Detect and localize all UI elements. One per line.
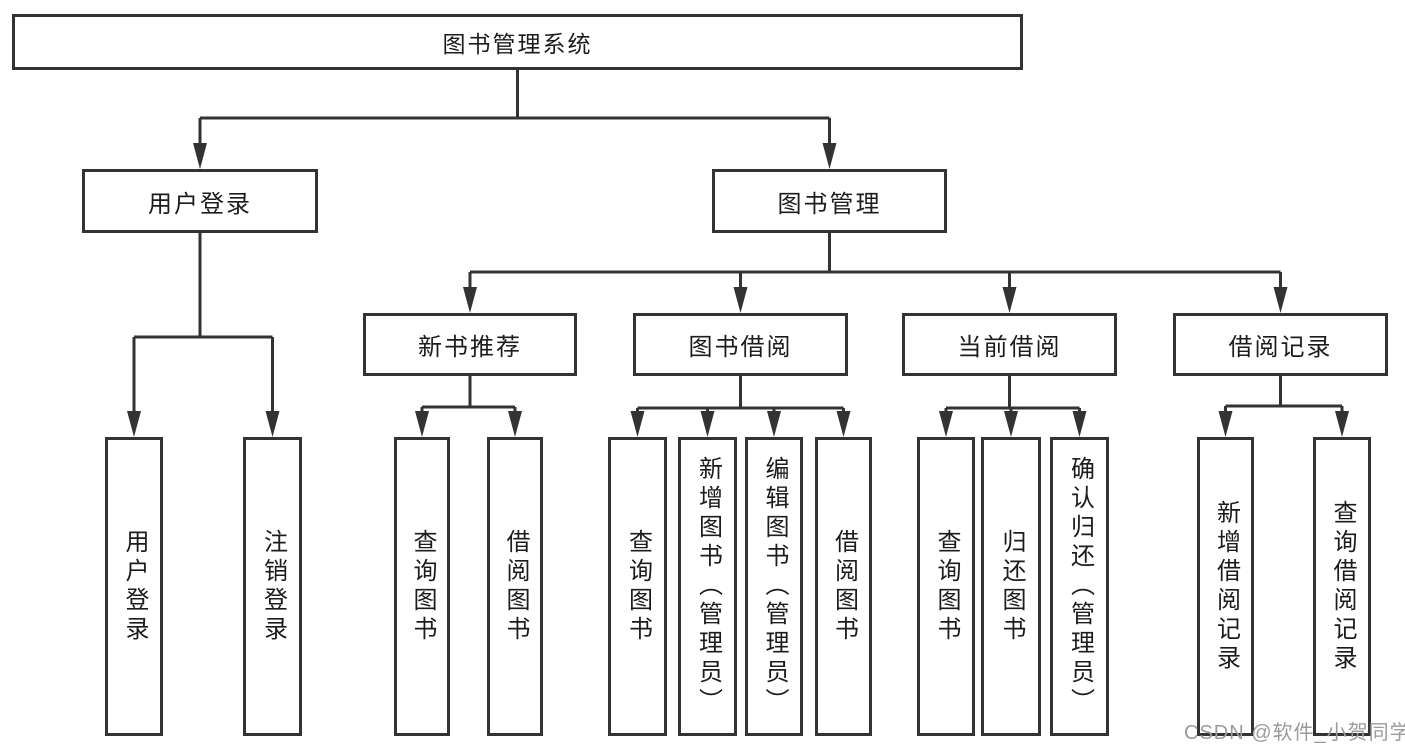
node-borrow-books-leaf: 借阅图书	[815, 437, 872, 736]
node-confirm-return-admin: 确认归还（管理员）	[1050, 437, 1109, 736]
node-borrowing-records: 借阅记录	[1173, 313, 1388, 376]
node-user-login: 用户登录	[82, 169, 318, 233]
node-book-borrowing: 图书借阅	[633, 313, 848, 376]
node-query-books-current: 查询图书	[917, 437, 975, 736]
node-library-management-system: 图书管理系统	[12, 14, 1023, 70]
node-new-book-recommendation: 新书推荐	[363, 313, 577, 376]
node-add-book-admin: 新增图书（管理员）	[678, 437, 737, 736]
node-logout-leaf: 注销登录	[243, 437, 302, 736]
node-query-books-recommend: 查询图书	[394, 437, 450, 736]
node-query-borrow-record: 查询借阅记录	[1313, 437, 1371, 736]
node-query-books-borrow: 查询图书	[608, 437, 667, 736]
node-add-borrow-record: 新增借阅记录	[1197, 437, 1254, 736]
node-user-login-leaf: 用户登录	[105, 437, 163, 736]
node-current-borrowing: 当前借阅	[902, 313, 1117, 376]
node-return-books: 归还图书	[981, 437, 1041, 736]
node-borrow-books-recommend: 借阅图书	[487, 437, 543, 736]
node-book-management: 图书管理	[712, 169, 947, 233]
watermark: CSDN @软件_小贺同学	[1184, 722, 1405, 744]
node-edit-book-admin: 编辑图书（管理员）	[745, 437, 803, 736]
